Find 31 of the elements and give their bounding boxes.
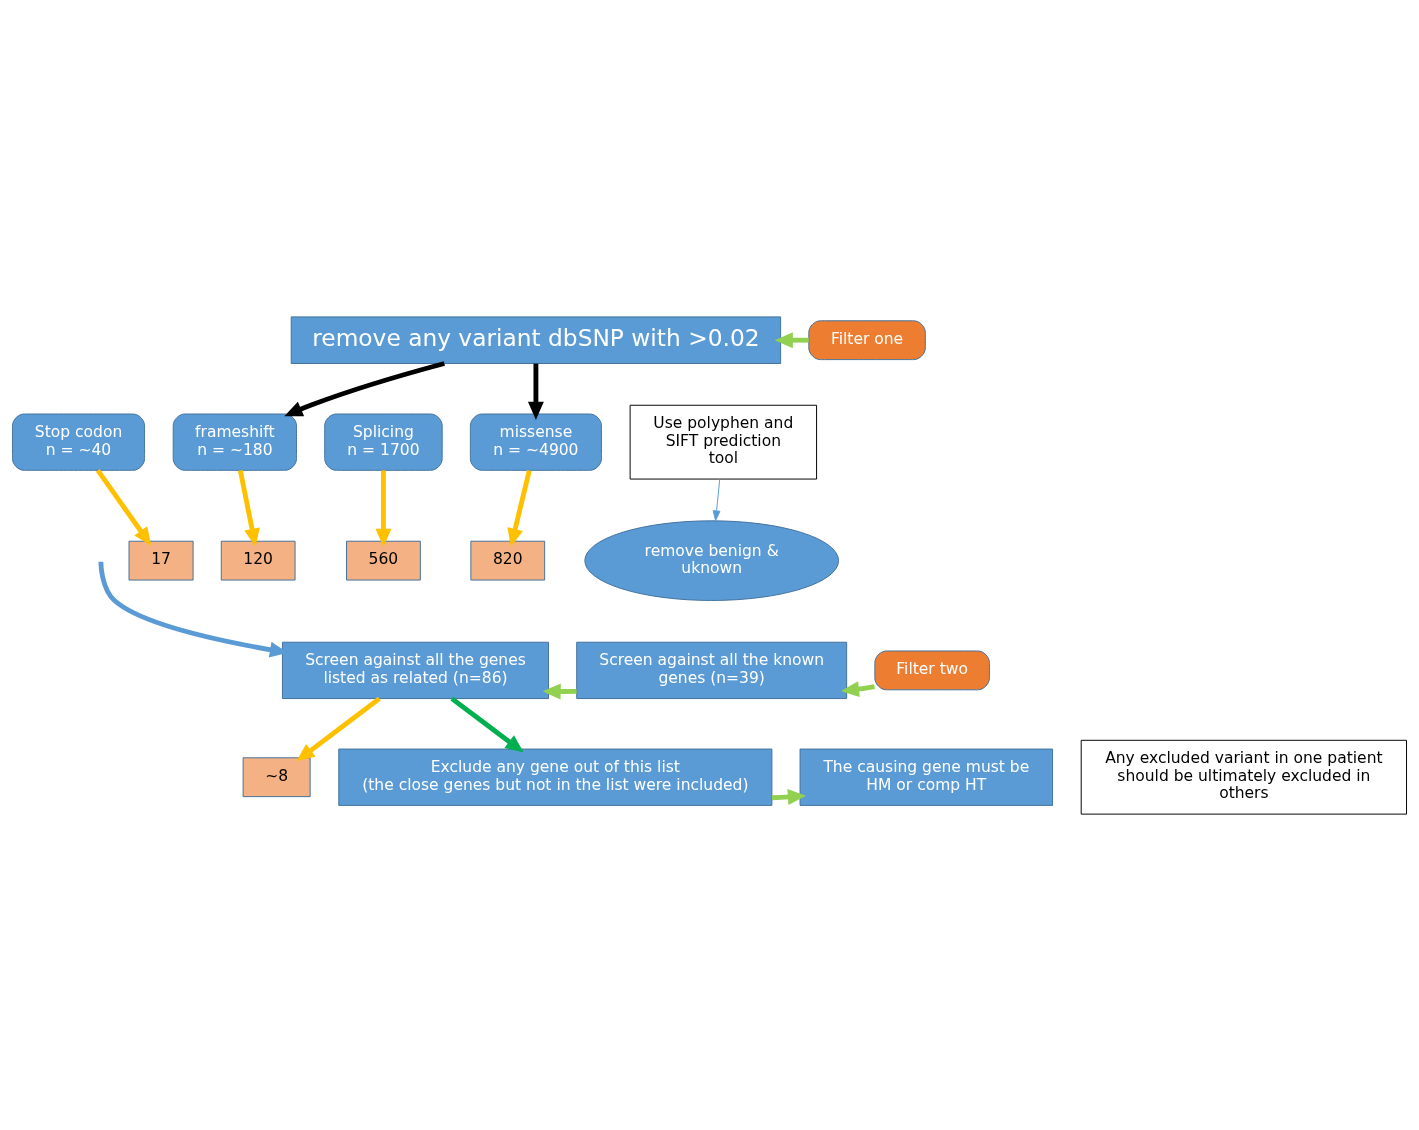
- arrow: [375, 469, 392, 547]
- node-box: Exclude any gene out of this list (the close genes but not in the list were included): [338, 748, 773, 806]
- node-box: Screen against all the genes listed as related (n=86): [281, 641, 550, 699]
- node-box: frameshift n = ~180: [172, 413, 297, 471]
- node-box: Use polyphen and SIFT prediction tool: [629, 404, 818, 480]
- arrow: [712, 478, 721, 521]
- node-ellipse: remove benign & uknown: [584, 519, 840, 601]
- arrow: [542, 683, 577, 699]
- node-box: Splicing n = 1700: [324, 413, 443, 471]
- arrow: [450, 696, 524, 753]
- arrow: [95, 468, 152, 546]
- arrow: [774, 331, 809, 348]
- node-box: missense n = ~4900: [469, 413, 602, 471]
- node-box: 820: [470, 540, 546, 581]
- node-box: 560: [346, 540, 421, 581]
- node-box: 17: [128, 540, 194, 581]
- node-box: remove any variant dbSNP with >0.02: [290, 315, 782, 364]
- arrow: [527, 363, 544, 420]
- node-box: Stop codon n = ~40: [12, 413, 146, 471]
- arrow: [284, 360, 445, 416]
- arrow: [771, 788, 807, 805]
- node-box: Any excluded variant in one patient should be ultimately excluded in others: [1080, 739, 1407, 815]
- node-box: Filter one: [808, 319, 926, 360]
- node-box: The causing gene must be HM or comp HT: [799, 748, 1054, 806]
- node-box: 120: [220, 540, 296, 581]
- node-box: Screen against all the known genes (n=39): [576, 641, 848, 699]
- node-box: ~8: [242, 756, 311, 797]
- arrow: [237, 469, 260, 547]
- node-box: Filter two: [874, 650, 990, 690]
- arrow: [507, 469, 532, 547]
- arrow: [296, 696, 381, 761]
